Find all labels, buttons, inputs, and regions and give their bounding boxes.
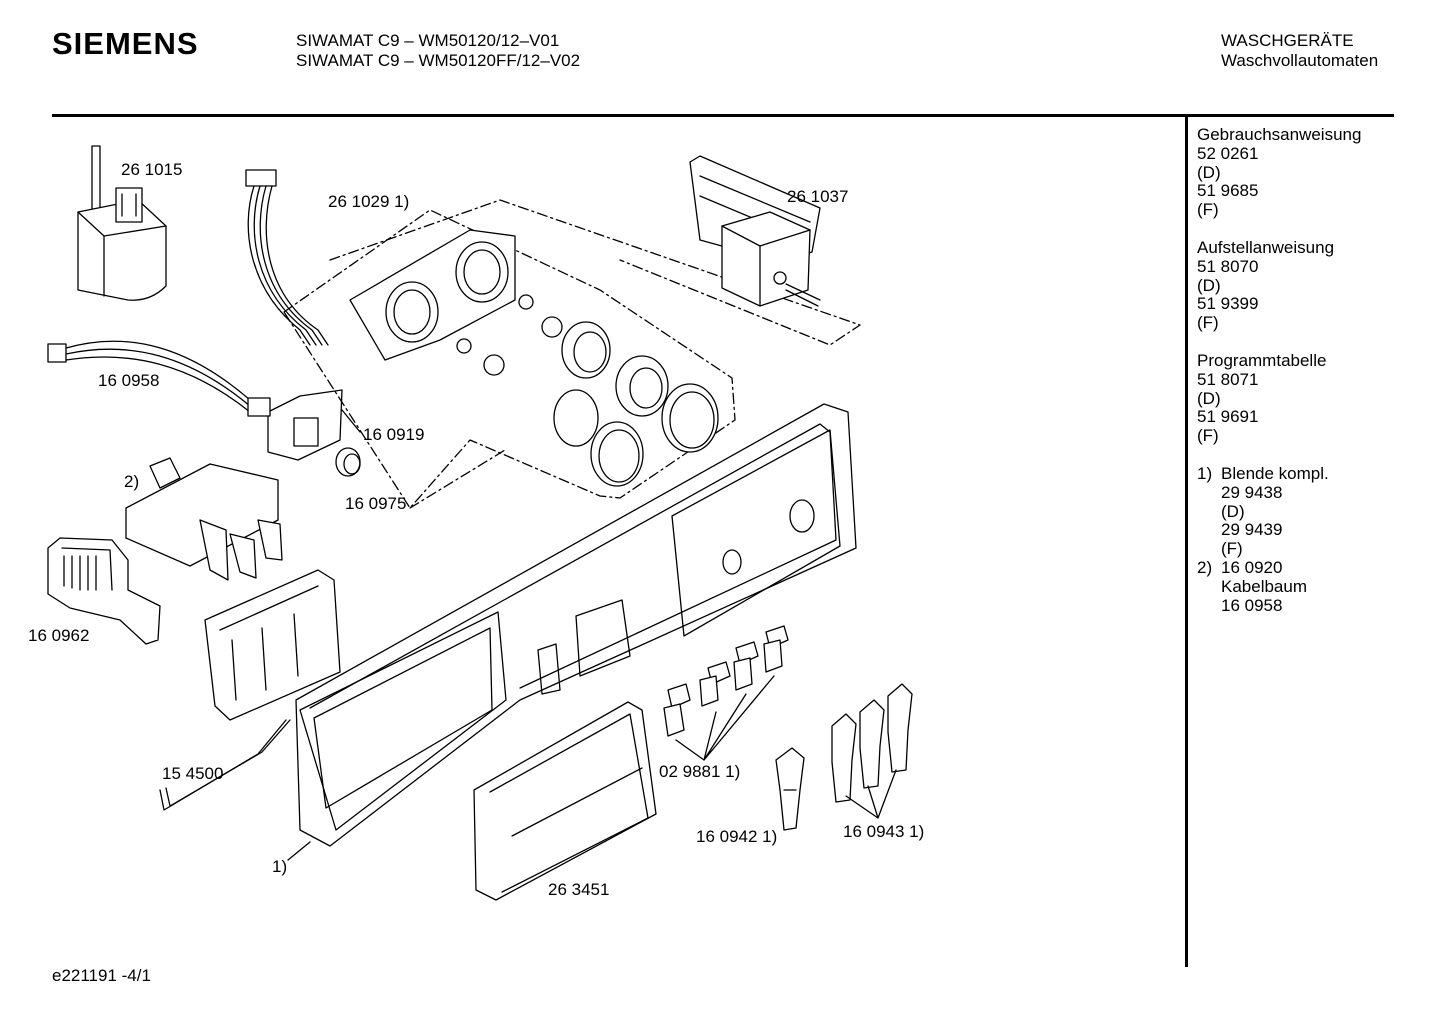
footnote-line: 16 0958 <box>1221 595 1283 615</box>
category-line-1: WASCHGERÄTE <box>1221 31 1354 50</box>
part-label-261015: 26 1015 <box>121 160 182 179</box>
program-switch-part <box>689 155 821 307</box>
single-button-part <box>775 747 805 831</box>
part-label-160958: 16 0958 <box>98 371 159 390</box>
wire-rod-part <box>159 719 291 811</box>
category: WASCHGERÄTE Waschvollautomaten <box>1221 31 1378 71</box>
part-label-154500: 15 4500 <box>162 764 223 783</box>
part-label-1: 1) <box>272 857 287 876</box>
model-list: SIWAMAT C9 – WM50120/12–V01 SIWAMAT C9 –… <box>296 31 580 71</box>
knob-rings-part <box>456 294 719 487</box>
footnote-1: 1) Blende kompl. <box>1197 463 1432 484</box>
part-label-261029: 26 1029 1) <box>328 192 409 211</box>
footnotes: 1) Blende kompl. 29 9438 (D) 29 9439 (F)… <box>1197 463 1432 615</box>
suppressor-capacitor-part <box>77 145 167 301</box>
sidebar-group-programmtabelle: Programmtabelle 51 8071 (D) 51 9691 (F) <box>1197 350 1432 446</box>
footnote-number: 2) <box>1197 557 1213 577</box>
drawing-code: e221191 -4/1 <box>52 966 151 985</box>
bezel-assembly-boundary <box>283 199 861 509</box>
footnote-text: Blende kompl. <box>1221 463 1329 483</box>
wire-loom-part <box>47 340 271 417</box>
sidebar-group-gebrauchsanweisung: Gebrauchsanweisung 52 0261 (D) 51 9685 (… <box>1197 125 1432 220</box>
drawer-cover-part <box>473 701 657 901</box>
sidebar-group-title: Gebrauchsanweisung <box>1197 125 1362 144</box>
doc-number: 51 8071 <box>1197 369 1259 389</box>
doc-language: (D) <box>1197 388 1221 408</box>
part-label-261037: 26 1037 <box>787 187 848 206</box>
footnote-line: Kabelbaum <box>1221 576 1308 596</box>
doc-language: (D) <box>1197 275 1221 295</box>
exploded-parts-diagram: 26 1015 16 0958 16 0919 16 0975 26 1029 … <box>28 145 924 901</box>
footnote-line: 29 9438 <box>1221 482 1283 502</box>
part-label-160942: 16 0942 1) <box>696 827 777 846</box>
bezel-frame-part <box>349 229 516 361</box>
footnote-2: 2) 16 0920 <box>1197 557 1432 578</box>
footnote-line: (F) <box>1221 539 1243 559</box>
footnote-number: 1) <box>1197 463 1213 483</box>
footnote-line: 29 9439 <box>1221 520 1283 540</box>
doc-number: 52 0261 <box>1197 143 1259 163</box>
doc-language: (F) <box>1197 313 1219 333</box>
doc-number: 51 9399 <box>1197 294 1259 314</box>
part-label-263451: 26 3451 <box>548 880 609 899</box>
document-sidebar: Gebrauchsanweisung 52 0261 (D) 51 9685 (… <box>1197 125 1432 615</box>
button-block-part <box>125 457 283 581</box>
sidebar-group-aufstellanweisung: Aufstellanweisung 51 8070 (D) 51 9399 (F… <box>1197 237 1432 333</box>
front-panel-part <box>295 403 857 847</box>
doc-language: (F) <box>1197 200 1219 220</box>
switch-housing-part <box>204 569 341 721</box>
button-set-part <box>831 683 913 819</box>
part-label-160975: 16 0975 <box>345 494 406 513</box>
part-label-2: 2) <box>124 472 139 491</box>
footnote-line: (D) <box>1221 501 1245 521</box>
sidebar-divider <box>1185 117 1188 967</box>
model-line-2: SIWAMAT C9 – WM50120FF/12–V02 <box>296 51 581 70</box>
siemens-logo: SIEMENS <box>52 26 199 61</box>
part-label-160962: 16 0962 <box>28 626 89 645</box>
cable-harness-part <box>245 169 343 461</box>
small-knob-part <box>335 447 361 477</box>
doc-number: 51 8070 <box>1197 256 1259 276</box>
part-label-029881: 02 9881 1) <box>659 762 740 781</box>
sidebar-group-title: Programmtabelle <box>1197 350 1327 370</box>
doc-number: 51 9691 <box>1197 407 1259 427</box>
doc-number: 51 9685 <box>1197 181 1259 201</box>
category-line-2: Waschvollautomaten <box>1221 51 1379 70</box>
doc-language: (D) <box>1197 162 1221 182</box>
header-divider <box>52 114 1394 117</box>
model-line-1: SIWAMAT C9 – WM50120/12–V01 <box>296 31 560 50</box>
light-holder-part <box>47 537 161 645</box>
footnote-text: 16 0920 <box>1221 557 1283 577</box>
part-label-160919: 16 0919 <box>363 425 424 444</box>
sidebar-group-title: Aufstellanweisung <box>1197 237 1335 257</box>
doc-language: (F) <box>1197 426 1219 446</box>
clips-part <box>663 625 789 761</box>
part-label-160943: 16 0943 1) <box>843 822 924 841</box>
